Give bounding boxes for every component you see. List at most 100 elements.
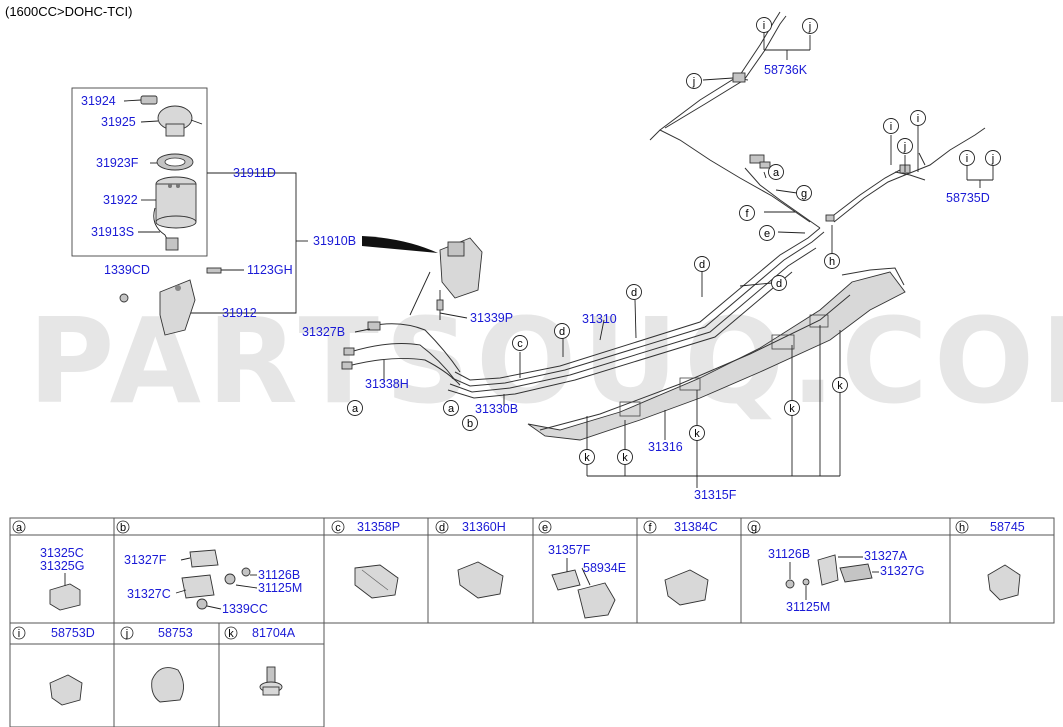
svg-text:k: k	[622, 452, 628, 464]
svg-text:a: a	[352, 403, 359, 415]
callout-k-4: k	[784, 400, 800, 416]
svg-text:i: i	[763, 20, 765, 32]
callout-i-3: i	[910, 110, 926, 126]
legend-cell-f: f 31384C	[643, 520, 718, 606]
svg-text:k: k	[789, 403, 795, 415]
svg-text:a: a	[773, 167, 780, 179]
clip-31325C-drawing	[49, 583, 81, 611]
svg-text:i: i	[890, 121, 892, 133]
legend-table	[9, 517, 1055, 727]
label-58735D: 58735D	[946, 191, 990, 205]
svg-text:i: i	[966, 153, 968, 165]
clip-58934E-drawing	[577, 582, 616, 619]
callout-k-2: k	[617, 449, 633, 465]
legend-e-58934E: 58934E	[583, 561, 626, 575]
ring-31923F-drawing	[150, 153, 194, 171]
bracket-line-31911D	[207, 172, 297, 314]
clip-31357F-drawing	[551, 569, 581, 591]
svg-text:g: g	[751, 522, 757, 534]
legend-g-31126B: 31126B	[768, 547, 810, 561]
legend-cell-g: g 31126B 31327A 31327G 31125M	[747, 520, 924, 614]
svg-text:j: j	[692, 76, 695, 88]
svg-text:c: c	[517, 338, 523, 350]
legend-b-31126B: 31126B	[258, 568, 300, 582]
callout-j-3: j	[897, 138, 913, 154]
callout-j-2: j	[802, 18, 818, 34]
callout-e: e	[759, 225, 775, 241]
legend-b-31125M: 31125M	[258, 581, 302, 595]
svg-text:d: d	[439, 522, 445, 534]
svg-text:a: a	[448, 403, 455, 415]
svg-text:b: b	[120, 522, 126, 534]
svg-text:f: f	[648, 522, 652, 534]
callout-f: f	[739, 205, 755, 221]
label-31316: 31316	[648, 440, 683, 454]
connector-31327G-drawing	[839, 563, 873, 583]
screw-81704A-drawing	[266, 666, 276, 684]
legend-g-31327A: 31327A	[864, 549, 908, 563]
callout-a-2: a	[443, 400, 459, 416]
legend-cell-b: b 31327F 31126B 31125M 31327C 1339CC	[116, 520, 302, 616]
legend-i-58753D: 58753D	[51, 626, 95, 640]
svg-text:e: e	[542, 522, 548, 534]
clip-58753D-drawing	[49, 674, 83, 706]
callout-k-3: k	[689, 425, 705, 441]
sensor-31924-drawing	[123, 95, 158, 105]
legend-cell-c: c 31358P	[331, 520, 400, 599]
label-31310: 31310	[582, 312, 617, 326]
legend-h-58745: 58745	[990, 520, 1025, 534]
legend-cell-j: j 58753	[120, 626, 193, 703]
svg-text:k: k	[584, 452, 590, 464]
svg-text:g: g	[801, 188, 807, 200]
callout-g: g	[796, 185, 812, 201]
svg-text:j: j	[808, 21, 811, 33]
filter-kit-box	[71, 87, 208, 257]
label-31912: 31912	[222, 306, 257, 320]
svg-text:i: i	[18, 628, 20, 640]
legend-a-31325C: 31325C	[40, 546, 84, 560]
svg-text:a: a	[16, 522, 23, 534]
callouts: a a b c d d d d e f a g h j i j i i j i …	[347, 17, 1001, 465]
arrow-to-module	[362, 236, 438, 253]
legend-g-31327G: 31327G	[880, 564, 924, 578]
svg-text:k: k	[228, 628, 234, 640]
nut-1339CD-drawing	[119, 293, 129, 303]
label-31911D: 31911D	[233, 166, 276, 180]
callout-h: h	[824, 253, 840, 269]
callout-d-4: d	[771, 275, 787, 291]
svg-text:c: c	[335, 522, 341, 534]
svg-text:j: j	[125, 628, 128, 640]
label-58736K: 58736K	[764, 63, 808, 77]
legend-e-31357F: 31357F	[548, 543, 591, 557]
legend-c-31358P: 31358P	[357, 520, 400, 534]
callout-k-5: k	[832, 377, 848, 393]
label-31339P: 31339P	[470, 311, 513, 325]
legend-b-31327C: 31327C	[127, 587, 171, 601]
label-31330B: 31330B	[475, 402, 518, 416]
callout-d-2: d	[626, 284, 642, 300]
label-31338H: 31338H	[365, 377, 409, 391]
bracket-31327A-drawing	[817, 554, 839, 586]
svg-text:k: k	[837, 380, 843, 392]
label-31923F: 31923F	[96, 156, 139, 170]
legend-cell-h: h 58745	[955, 520, 1025, 601]
svg-text:f: f	[745, 208, 749, 220]
legend-b-31327F: 31327F	[124, 553, 167, 567]
callout-a-3: a	[768, 164, 784, 180]
clip-31360H-drawing	[457, 561, 504, 599]
callout-a-1: a	[347, 400, 363, 416]
svg-text:h: h	[959, 522, 965, 534]
legend-g-31125M: 31125M	[786, 600, 830, 614]
callout-i-1: i	[756, 17, 772, 33]
legend-cell-i: i 58753D	[12, 626, 95, 706]
svg-text:d: d	[699, 259, 705, 271]
bolt-1123GH-drawing	[206, 267, 244, 274]
frame-bracket-31316-drawing	[527, 267, 906, 488]
legend-j-58753: 58753	[158, 626, 193, 640]
svg-text:d: d	[631, 287, 637, 299]
callout-i-4: i	[959, 150, 975, 166]
callout-d-1: d	[554, 323, 570, 339]
clip-58753-drawing	[151, 667, 184, 703]
svg-text:b: b	[467, 418, 473, 430]
